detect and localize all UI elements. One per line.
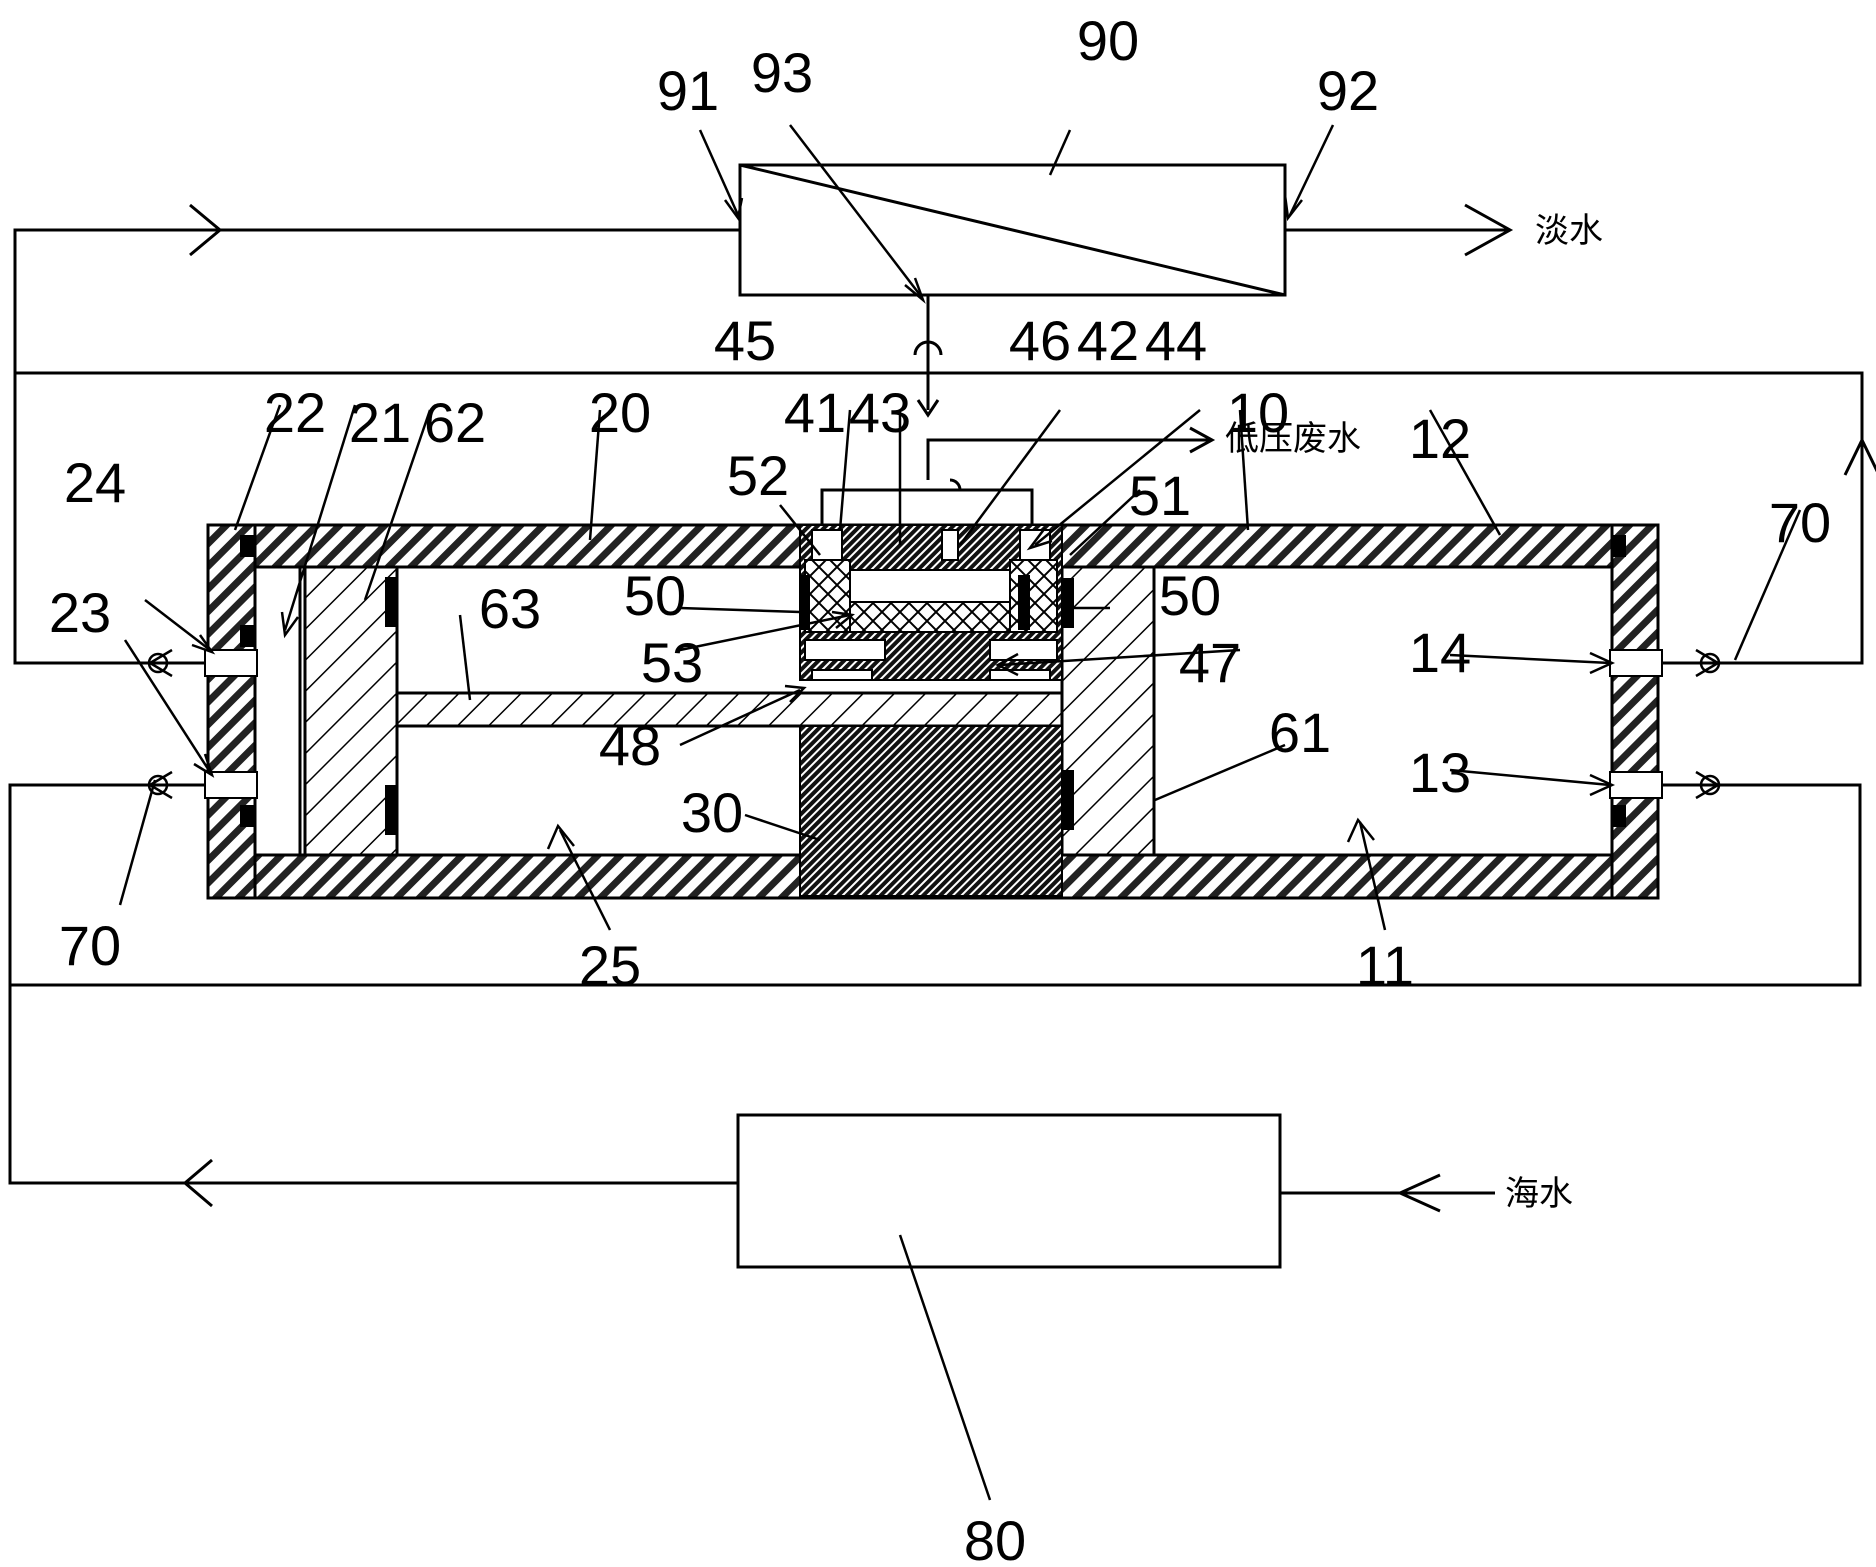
membrane-module [738, 163, 1287, 297]
seawater-text: 海水 [1505, 1174, 1573, 1214]
label-23: 23 [49, 581, 111, 644]
label-80: 80 [964, 1509, 1026, 1567]
label-91: 91 [657, 59, 719, 122]
label-45: 45 [714, 309, 776, 372]
label-14: 14 [1409, 621, 1471, 684]
label-52: 52 [727, 444, 789, 507]
right-piston [1060, 565, 1156, 857]
label-70-left: 70 [59, 914, 121, 977]
label-10: 10 [1227, 381, 1289, 444]
leader-lines [118, 124, 1802, 1501]
label-42: 42 [1077, 309, 1139, 372]
label-53: 53 [641, 631, 703, 694]
label-22: 22 [264, 381, 326, 444]
label-90: 90 [1077, 9, 1139, 72]
label-44: 44 [1145, 309, 1207, 372]
label-50-right: 50 [1159, 564, 1221, 627]
label-70-right: 70 [1769, 491, 1831, 554]
valve-block [799, 488, 1063, 681]
label-11: 11 [1356, 934, 1414, 997]
left-piston [303, 565, 399, 857]
label-24: 24 [64, 451, 126, 514]
label-93: 93 [751, 41, 813, 104]
label-30: 30 [681, 781, 743, 844]
label-63: 63 [479, 577, 541, 640]
label-46: 46 [1009, 309, 1071, 372]
label-51: 51 [1129, 464, 1191, 527]
label-47: 47 [1179, 631, 1241, 694]
label-61: 61 [1269, 701, 1331, 764]
label-48: 48 [599, 714, 661, 777]
label-20: 20 [589, 381, 651, 444]
part-numbers: 90 91 93 92 45 46 42 44 22 21 62 20 41 4… [49, 9, 1831, 1567]
label-92: 92 [1317, 59, 1379, 122]
pipe-lines [8, 203, 1876, 1213]
magnet-bars [240, 535, 1626, 835]
label-41: 41 [784, 381, 846, 444]
label-13: 13 [1409, 741, 1471, 804]
label-25: 25 [579, 934, 641, 997]
label-12: 12 [1409, 407, 1471, 470]
fresh-water-text: 淡水 [1535, 211, 1603, 251]
check-valves [147, 648, 1721, 800]
label-43: 43 [849, 381, 911, 444]
label-62: 62 [424, 391, 486, 454]
piston-rod [395, 691, 1064, 728]
label-50-left: 50 [624, 564, 686, 627]
label-21: 21 [349, 391, 411, 454]
low-pressure-waste-text: 低压废水 [1225, 419, 1361, 459]
pump-box [736, 1113, 1282, 1269]
flow-text: 淡水 低压废水 海水 [1225, 211, 1603, 1214]
center-body [799, 725, 1063, 897]
